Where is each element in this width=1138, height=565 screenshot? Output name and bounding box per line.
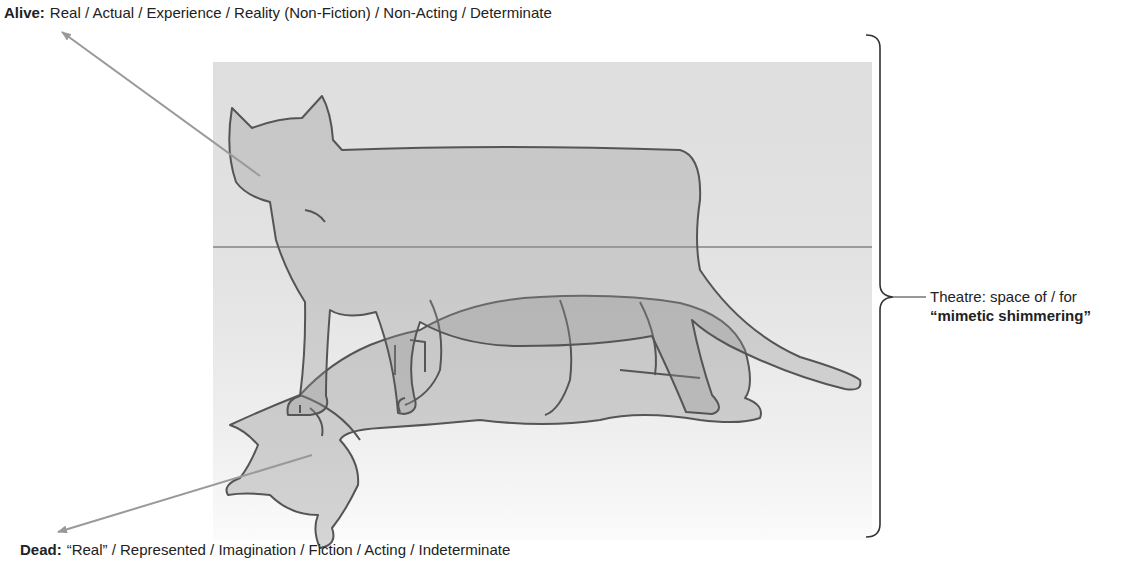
description-text: Real / Actual / Experience / Reality (No… [50,4,552,22]
description-text: “Real” / Represented / Imagination / Fic… [67,541,511,559]
state-label: Dead: [20,541,62,559]
curly-bracket [866,35,893,537]
leader-arrow [58,455,312,532]
leader-arrow [62,32,260,176]
annotation-text: “mimetic shimmering” [930,307,1091,325]
bracket-tick [893,296,926,297]
state-label: Alive: [4,4,45,22]
alive-cat [229,96,860,415]
annotation-text: Theatre: space of / for [930,288,1077,306]
